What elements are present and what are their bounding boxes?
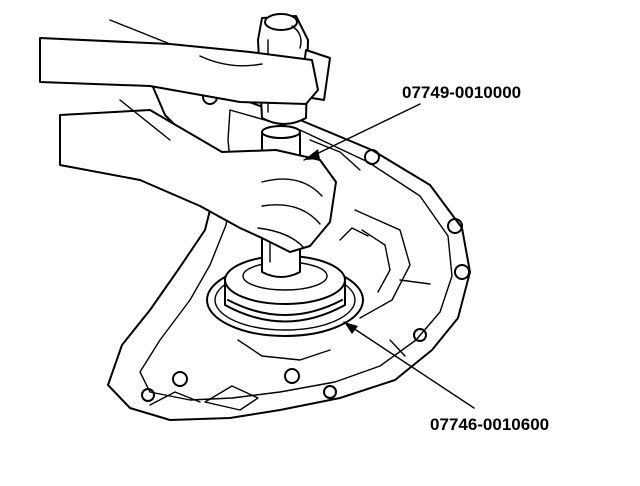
handle-driver-part-number: 07749-0010000 (402, 83, 521, 102)
attachment-part-number: 07746-0010600 (430, 415, 549, 434)
callout-leader-handle (303, 103, 421, 161)
attachment-icon (224, 255, 346, 323)
hand-icon (39, 19, 319, 105)
hand-icon (59, 99, 337, 253)
callout-leader-attachment (343, 321, 475, 409)
